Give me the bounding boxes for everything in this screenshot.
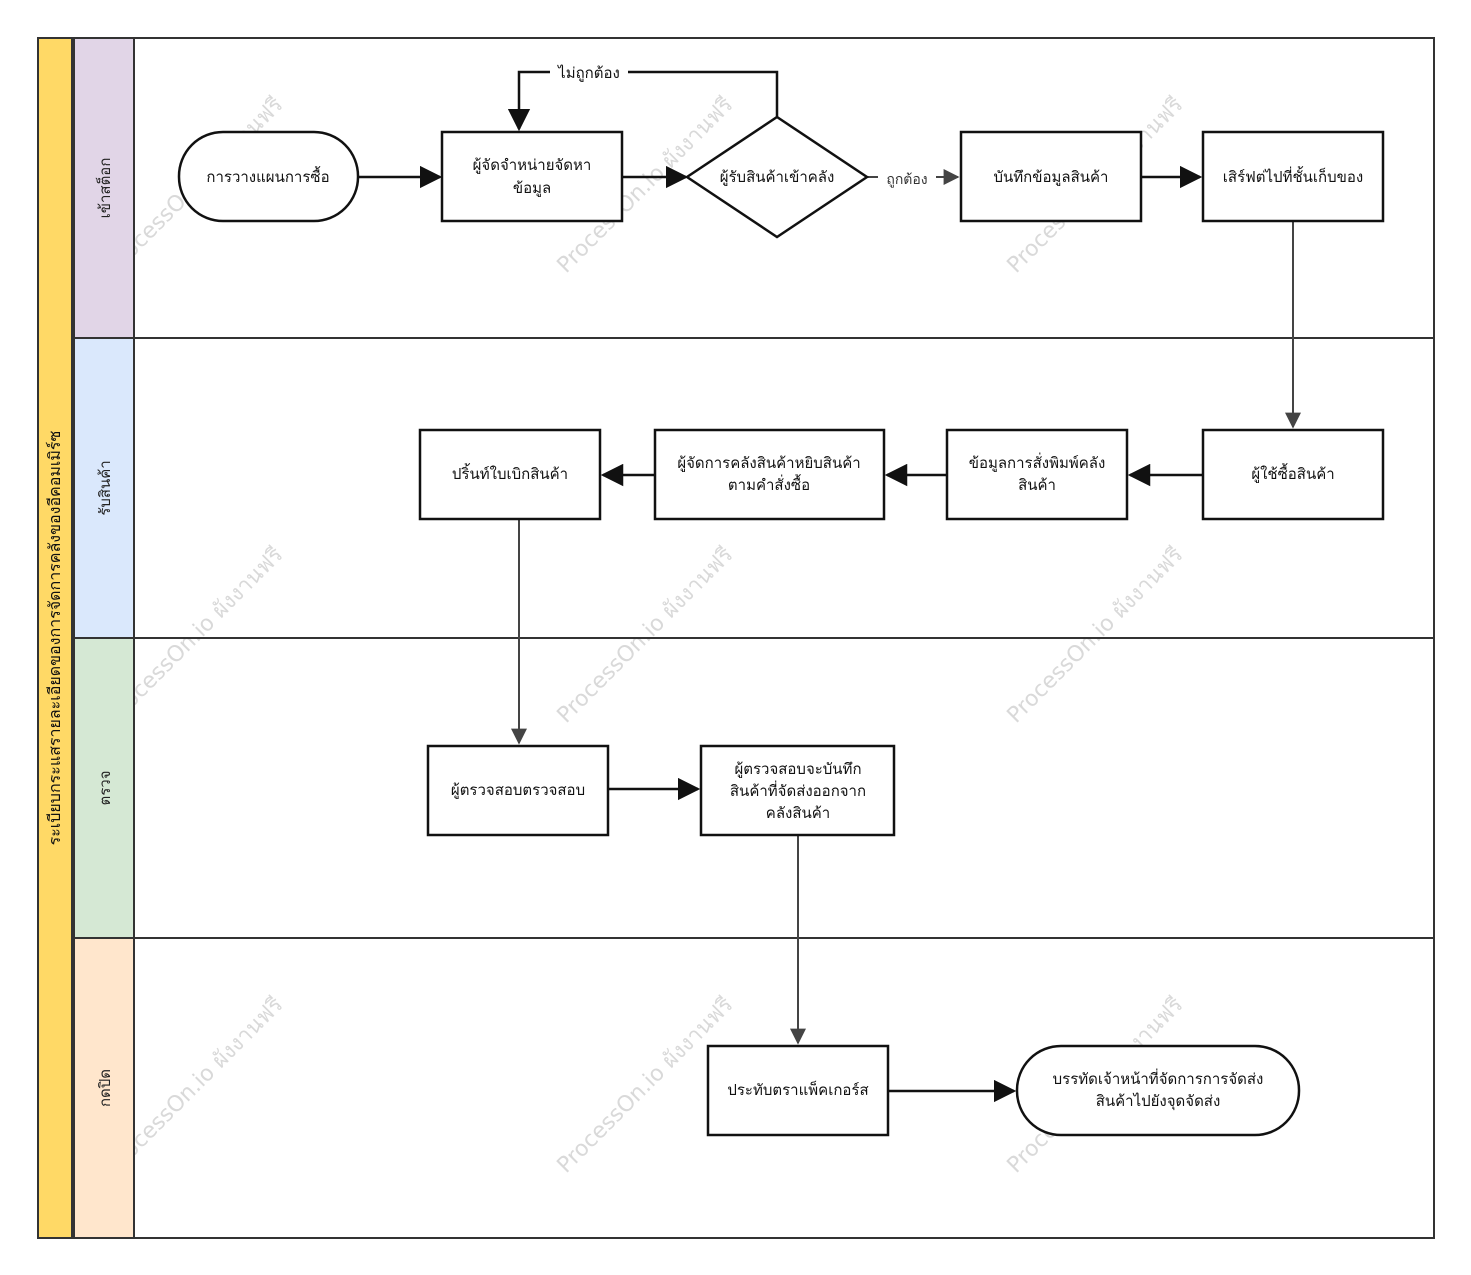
lane-header-inspect (73, 637, 135, 939)
edge-label-wrong: ไม่ถูกต้อง (557, 64, 620, 82)
node-manager-pick[interactable] (653, 428, 886, 521)
node-text: ข้อมูลการสั่งพิมพ์คลัง (969, 452, 1106, 472)
node-send-to-shelf[interactable] (1201, 130, 1385, 223)
node-packer-stamp[interactable] (706, 1044, 890, 1137)
lane-label-close: กดปิด (96, 1069, 114, 1107)
node-inspector-check[interactable] (426, 744, 610, 837)
node-text: คลังสินค้า (766, 804, 830, 822)
node-text: เสิร์ฟต่ไปที่ชั้นเก็บของ (1223, 166, 1363, 186)
lane-label-receive: รับสินค้า (96, 460, 114, 515)
edges (358, 70, 1301, 1103)
node-record-product[interactable] (959, 130, 1143, 223)
nodes: การวางแผนการซื้อ ผู้จัดจำหน่ายจัดหา ข้อม… (177, 115, 1385, 1137)
node-print-order-data[interactable] (945, 428, 1129, 521)
node-text: ผู้ตรวจสอบจะบันทึก (734, 760, 861, 778)
node-text: ข้อมูล (513, 179, 551, 197)
watermark-text: ProcessOn.io ผังงานฟรี (1003, 542, 1189, 728)
node-text: ผู้จัดจำหน่ายจัดหา (473, 156, 592, 174)
edge-label-bg (550, 62, 628, 82)
node-purchase-planning[interactable] (177, 130, 360, 223)
node-text: ผู้จัดการคลังสินค้าหยิบสินค้า (677, 454, 860, 472)
watermark-text: ProcessOn.io ผังงานฟรี (553, 542, 739, 728)
edge-label-correct: ถูกต้อง (886, 172, 927, 188)
node-receiver-decision[interactable] (684, 115, 870, 239)
node-supplier-info[interactable] (440, 130, 624, 223)
node-text: การวางแผนการซื้อ (206, 166, 329, 186)
node-text: สินค้าไปยังจุดจัดส่ง (1096, 1092, 1221, 1111)
title-column (37, 37, 73, 1239)
node-text: สินค้าที่จัดส่งออกจาก (730, 780, 866, 800)
edge-n3-n2-wrong (507, 70, 779, 132)
node-customer-order[interactable] (1201, 428, 1385, 521)
lane-body-close (133, 937, 1435, 1239)
watermark-layer: ProcessOn.io ผังงานฟรี ProcessOn.io ผังงา… (103, 92, 1189, 1178)
lane-label-inspect: ตรวจ (96, 770, 114, 805)
node-text: ตามคำสั่งซื้อ (728, 474, 810, 494)
lane-header-receive (73, 337, 135, 639)
lane-header-close (73, 937, 135, 1239)
node-text: ประทับตราแพ็คเกอร์ส (727, 1080, 868, 1099)
node-text: ปริ้นท์ใบเบิกสินค้า (452, 463, 568, 483)
diagram-title: ระเบียบกระแสรายละเอียดของการจัดการคลังขอ… (45, 430, 64, 845)
node-text: สินค้า (1018, 476, 1056, 494)
node-text: ผู้รับสินค้าเข้าคลัง (720, 168, 835, 186)
node-shipping-staff[interactable] (1015, 1044, 1301, 1137)
node-text: บันทึกข้อมูลสินค้า (994, 168, 1109, 186)
node-print-slip[interactable] (418, 428, 602, 521)
node-inspector-record[interactable] (699, 744, 896, 837)
node-text: ผู้ใช้ซื้อสินค้า (1251, 463, 1334, 483)
lane-label-stock-in: เข้าสต็อก (95, 158, 114, 219)
node-text: บรรทัดเจ้าหน้าที่จัดการการจัดส่ง (1053, 1068, 1264, 1088)
node-text: ผู้ตรวจสอบตรวจสอบ (451, 781, 585, 799)
